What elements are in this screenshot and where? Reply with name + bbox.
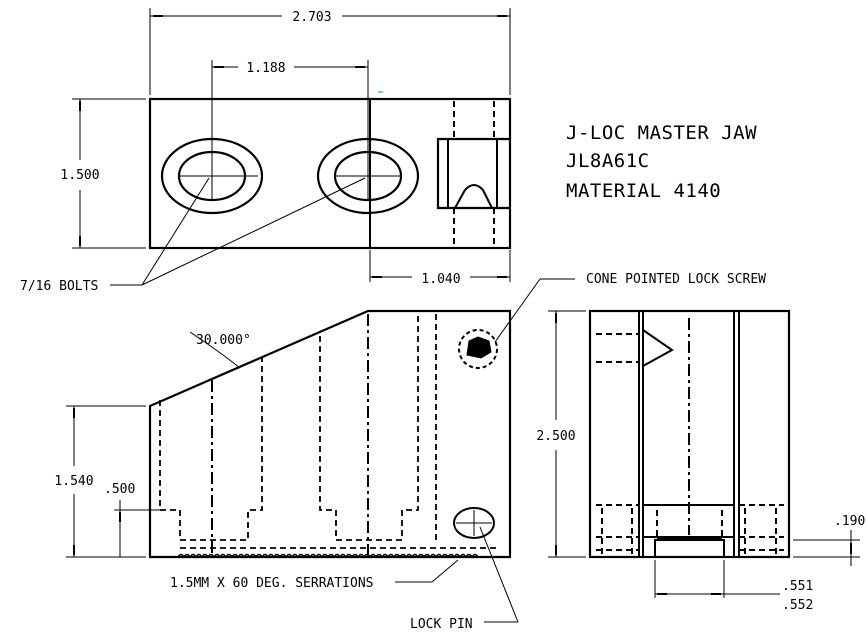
front-view xyxy=(148,309,512,559)
dim-height-side: 2.500 xyxy=(536,429,575,444)
dim-step-height: .500 xyxy=(104,482,135,497)
title-line-1: J-LOC MASTER JAW xyxy=(566,122,757,144)
dim-bolt-spacing: 1.188 xyxy=(246,61,285,76)
side-cone-point xyxy=(642,329,674,367)
lock-slot xyxy=(436,137,510,210)
front-view-dimensions xyxy=(66,278,575,623)
dim-slot-offset: 1.040 xyxy=(421,272,460,287)
lock-screw-hex xyxy=(466,336,492,359)
cone-point xyxy=(454,184,493,209)
dim-pin-width-max: .552 xyxy=(782,598,813,613)
top-view-dimensions xyxy=(72,8,511,286)
title-line-2: JL8A61C xyxy=(566,150,650,172)
dim-overall-length: 2.703 xyxy=(292,10,331,25)
side-view xyxy=(588,309,791,559)
lock-screw-outer xyxy=(458,329,498,369)
callout-bolts: 7/16 BOLTS xyxy=(20,279,98,294)
dim-height-front: 1.540 xyxy=(54,474,93,489)
dim-serration-depth: .190 xyxy=(834,514,865,529)
dim-width: 1.500 xyxy=(60,168,99,183)
dim-angle: 30.000° xyxy=(196,333,251,348)
top-view-outline xyxy=(148,97,512,250)
serrations xyxy=(177,553,479,559)
centerlines-front xyxy=(211,314,369,556)
title-line-3: MATERIAL 4140 xyxy=(566,180,721,202)
dim-pin-width-min: .551 xyxy=(782,579,813,594)
callout-lock-screw: CONE POINTED LOCK SCREW xyxy=(586,272,766,287)
side-view-dimensions xyxy=(548,310,860,598)
top-view xyxy=(148,91,512,250)
callout-lock-pin: LOCK PIN xyxy=(410,617,473,632)
lock-pin-hole xyxy=(453,507,495,539)
front-view-outline xyxy=(148,309,512,559)
side-view-outline xyxy=(588,309,791,559)
callout-serrations: 1.5MM X 60 DEG. SERRATIONS xyxy=(170,576,374,591)
labels: J-LOC MASTER JAW JL8A61C MATERIAL 4140 2… xyxy=(20,10,865,632)
